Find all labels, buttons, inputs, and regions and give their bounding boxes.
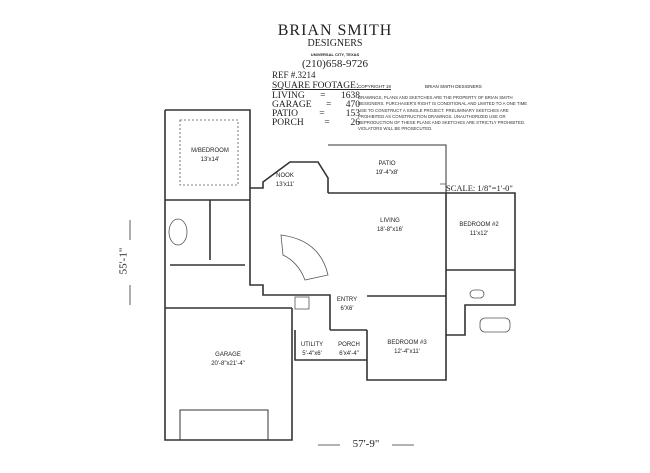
company-subtitle: DESIGNERS — [307, 38, 363, 49]
company-location: UNIVERSAL CITY, TEXAS — [310, 52, 360, 57]
sqft-value: 470 — [345, 100, 360, 110]
sqft-label: PATIO — [272, 109, 299, 119]
sqft-eq: = — [325, 100, 332, 110]
copyright-owner: BRIAN SMITH DESIGNERS — [425, 84, 482, 89]
wall-north-west — [165, 109, 329, 193]
room-utility: UTILITY 5'-4"x6' — [301, 341, 323, 359]
sqft-label: LIVING — [272, 91, 305, 101]
interior-wall — [249, 188, 331, 330]
room-patio: PATIO 19'-4"x8' — [376, 160, 399, 178]
company-name: BRIAN SMITH — [277, 22, 393, 39]
room-master-bedroom: M/BEDROOM 13'x14' — [191, 147, 229, 165]
square-footage-title: SQUARE FOOTAGE: — [272, 81, 359, 91]
sqft-row: PATIO = 153 — [272, 109, 360, 119]
room-entry: ENTRY 6'X6' — [337, 296, 357, 314]
room-garage: GARAGE 20'-8"x21'-4" — [211, 351, 245, 369]
wall-east — [446, 192, 516, 336]
room-name: NOOK — [276, 173, 294, 179]
square-footage-table: SQUARE FOOTAGE: LIVING = 1638 GARAGE = 470 P… — [272, 81, 360, 128]
kitchen-island — [280, 234, 329, 281]
room-size: 5'-4"x6' — [302, 351, 322, 357]
dimension-lines — [129, 220, 414, 446]
room-porch: PORCH 6'x4'-4" — [338, 341, 360, 359]
room-size: 18'-8"x16' — [376, 227, 404, 233]
sqft-eq: = — [320, 91, 326, 101]
reference-number: REF #.3214 — [272, 70, 316, 80]
room-name: BEDROOM #2 — [459, 222, 499, 228]
company-phone: (210)658-9726 — [302, 58, 368, 70]
bedroom3-walls — [366, 270, 447, 381]
room-name: BEDROOM #3 — [387, 340, 427, 346]
scale-label: SCALE: 1/8"=1'-0" — [446, 183, 513, 193]
room-size: 13'x11' — [275, 182, 295, 188]
room-name: LIVING — [380, 218, 400, 224]
cooktop — [294, 296, 310, 310]
room-name: M/BEDROOM — [191, 148, 229, 154]
sink — [469, 289, 485, 299]
room-name: UTILITY — [300, 342, 324, 348]
copyright-notice: DRAWINGS, PLANS AND SKETCHES ARE THE PRO… — [358, 95, 528, 132]
sqft-label: PORCH — [272, 118, 304, 128]
room-bedroom-3: BEDROOM #3 12'-4"x11' — [387, 339, 426, 357]
room-nook: NOOK 13'x11' — [276, 172, 294, 190]
room-size: 12'-4"x11' — [394, 349, 420, 355]
room-size: 20'-8"x21'-4" — [211, 361, 245, 367]
patio-outline — [328, 144, 447, 193]
sqft-eq: = — [319, 109, 325, 119]
room-name: ENTRY — [336, 297, 358, 303]
room-size: 6'X6' — [340, 306, 354, 312]
room-name: PATIO — [378, 161, 396, 167]
room-name: GARAGE — [215, 352, 241, 358]
copyright-line: COPYRIGHT 19 — [358, 84, 391, 89]
sqft-row: PORCH = 26 — [272, 118, 360, 128]
room-size: 19'-4"x8' — [375, 170, 399, 176]
sqft-row: GARAGE = 470 — [272, 100, 360, 110]
width-dimension: 57'-9" — [352, 438, 380, 450]
sqft-label: GARAGE — [272, 100, 312, 110]
room-living: LIVING 18'-8"x16' — [377, 217, 403, 235]
depth-dimension: 55'-1" — [117, 247, 130, 275]
room-size: 11'x12' — [469, 231, 489, 237]
room-size: 6'x4'-4" — [339, 351, 359, 357]
sqft-row: LIVING = 1638 — [272, 91, 360, 101]
room-size: 13'x14' — [200, 157, 220, 163]
utility-porch-south — [294, 330, 367, 361]
sqft-value: 26 — [350, 118, 360, 128]
room-bedroom-2: BEDROOM #2 11'x12' — [459, 221, 498, 239]
garage-door — [179, 409, 269, 441]
bathtub — [168, 218, 188, 246]
bathtub-2 — [479, 317, 511, 333]
sqft-value: 1638 — [340, 91, 360, 101]
tray-ceiling — [179, 119, 239, 186]
sqft-value: 153 — [345, 109, 360, 119]
room-name: PORCH — [338, 342, 360, 348]
sqft-eq: = — [324, 118, 330, 128]
